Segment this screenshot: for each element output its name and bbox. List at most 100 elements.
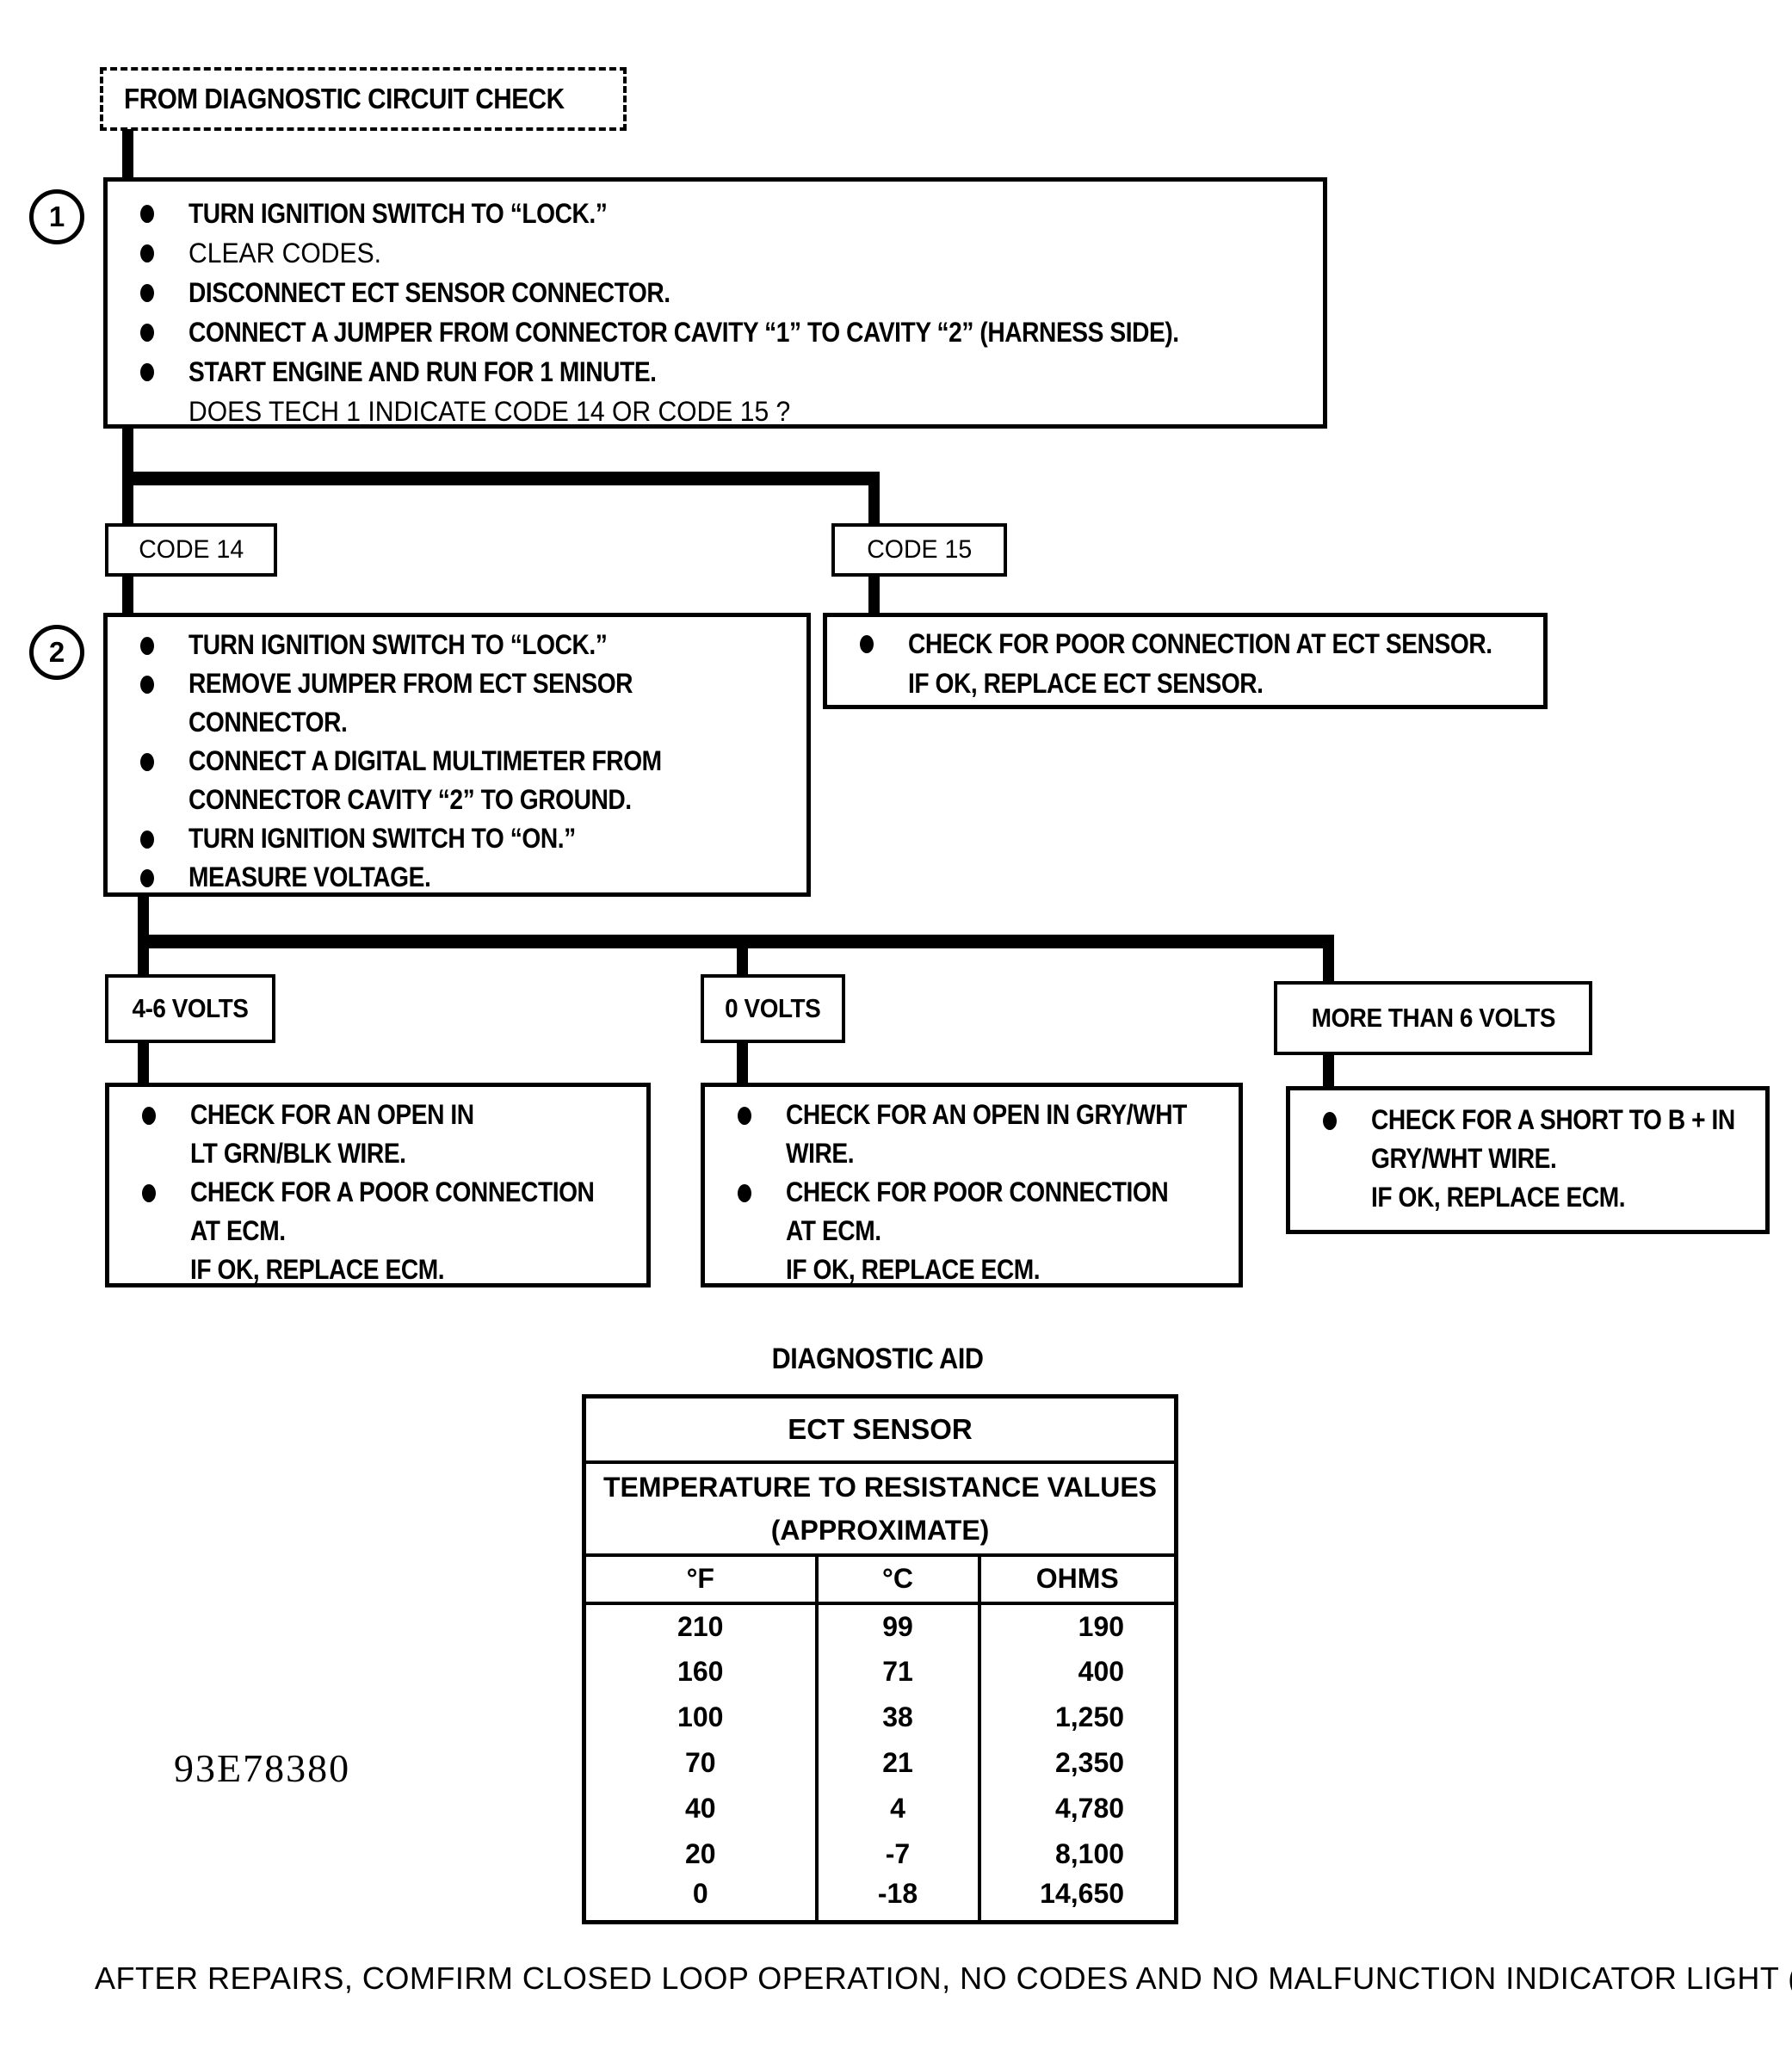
- flow-line-text: IF OK, REPLACE ECM.: [190, 1254, 445, 1285]
- flow-line: DOES TECH 1 INDICATE CODE 14 OR CODE 15 …: [108, 392, 1323, 431]
- cell-celsius: 21: [814, 1739, 981, 1786]
- step1-number-badge: 1: [29, 189, 84, 244]
- flow-line: CLEAR CODES.: [108, 233, 1323, 273]
- table-row: 40 4 4,780: [582, 1785, 1178, 1831]
- table-title: ECT SENSOR: [582, 1394, 1178, 1464]
- flow-line-text: DOES TECH 1 INDICATE CODE 14 OR CODE 15 …: [188, 396, 791, 427]
- flow-line: AT ECM.: [705, 1212, 1239, 1250]
- step1-lines: TURN IGNITION SWITCH TO “LOCK.” CLEAR CO…: [108, 182, 1323, 431]
- flow-line-text: TURN IGNITION SWITCH TO “LOCK.”: [188, 198, 608, 229]
- bullet-icon: [140, 324, 154, 342]
- cell-ohms: 190: [977, 1602, 1178, 1649]
- flow-line-text: IF OK, REPLACE ECM.: [1371, 1182, 1626, 1213]
- flow-line: AT ECM.: [109, 1212, 646, 1250]
- volts-0-action-lines: CHECK FOR AN OPEN IN GRY/WHT WIRE. CHECK…: [705, 1087, 1239, 1289]
- flow-line-text: CONNECTOR.: [188, 707, 348, 738]
- cell-ohms: 8,100: [977, 1831, 1178, 1877]
- bullet-icon: [140, 753, 154, 771]
- connector-code15-to-action: [868, 575, 880, 614]
- flow-line: CHECK FOR A SHORT TO B + IN: [1290, 1101, 1765, 1139]
- code15-action-box: CHECK FOR POOR CONNECTION AT ECT SENSOR.…: [823, 613, 1548, 709]
- connector-drop-more6volts: [1323, 935, 1334, 983]
- volts-more-than-6-label: MORE THAN 6 VOLTS: [1311, 1003, 1555, 1033]
- cell-fahrenheit: 0: [582, 1876, 819, 1923]
- flow-line-text: CHECK FOR POOR CONNECTION AT ECT SENSOR.: [908, 628, 1492, 659]
- connector-code14-to-step2: [122, 575, 133, 614]
- volts-4-6-box: 4-6 VOLTS: [105, 974, 275, 1043]
- start-node: FROM DIAGNOSTIC CIRCUIT CHECK: [100, 67, 627, 131]
- cell-fahrenheit: 40: [582, 1785, 819, 1831]
- document-number: 93E78380: [174, 1746, 351, 1790]
- flow-line-text: WIRE.: [786, 1138, 855, 1169]
- bullet-icon: [860, 635, 874, 653]
- flow-line: REMOVE JUMPER FROM ECT SENSOR: [108, 664, 806, 703]
- connector-start-to-step1: [122, 129, 133, 179]
- table-body: 210 99 190 160 71 400 100 38 1,250 70 21…: [582, 1602, 1178, 1923]
- volts-0-box: 0 VOLTS: [701, 974, 845, 1043]
- flow-line-text: IF OK, REPLACE ECM.: [786, 1254, 1041, 1285]
- flow-line-text: CHECK FOR A POOR CONNECTION: [190, 1176, 595, 1207]
- flow-line-text: AT ECM.: [190, 1215, 286, 1246]
- flow-line-text: CONNECTOR CAVITY “2” TO GROUND.: [188, 784, 632, 815]
- flow-line: DISCONNECT ECT SENSOR CONNECTOR.: [108, 273, 1323, 312]
- start-label: FROM DIAGNOSTIC CIRCUIT CHECK: [124, 83, 565, 114]
- flow-line: CHECK FOR POOR CONNECTION AT ECT SENSOR.: [827, 624, 1543, 664]
- bullet-icon: [140, 284, 154, 302]
- code15-box: CODE 15: [831, 523, 1007, 577]
- bullet-icon: [140, 205, 154, 223]
- flow-line: TURN IGNITION SWITCH TO “LOCK.”: [108, 194, 1323, 233]
- flow-line-text: AT ECM.: [786, 1215, 881, 1246]
- step2-box: TURN IGNITION SWITCH TO “LOCK.” REMOVE J…: [103, 613, 811, 897]
- flow-line-text: CHECK FOR AN OPEN IN GRY/WHT: [786, 1099, 1187, 1130]
- connector-46volts-to-action: [138, 1043, 149, 1084]
- flow-line-text: CLEAR CODES.: [188, 238, 381, 269]
- flow-line-text: START ENGINE AND RUN FOR 1 MINUTE.: [188, 356, 657, 387]
- flow-line-text: CONNECT A DIGITAL MULTIMETER FROM: [188, 745, 662, 776]
- flow-line-text: TURN IGNITION SWITCH TO “LOCK.”: [188, 629, 608, 660]
- flow-line-text: LT GRN/BLK WIRE.: [190, 1138, 406, 1169]
- code14-label: CODE 14: [139, 535, 244, 564]
- flow-line: CONNECT A JUMPER FROM CONNECTOR CAVITY “…: [108, 312, 1323, 352]
- cell-celsius: 71: [814, 1648, 981, 1695]
- step1-number: 1: [48, 201, 65, 232]
- volts-more-than-6-action-box: CHECK FOR A SHORT TO B + IN GRY/WHT WIRE…: [1286, 1086, 1770, 1234]
- flow-line: IF OK, REPLACE ECM.: [705, 1250, 1239, 1289]
- table-title-row: ECT SENSOR: [582, 1394, 1178, 1464]
- cell-ohms: 4,780: [977, 1785, 1178, 1831]
- volts-0-label: 0 VOLTS: [725, 993, 821, 1023]
- flow-line: CHECK FOR AN OPEN IN GRY/WHT: [705, 1096, 1239, 1134]
- flow-line-text: REMOVE JUMPER FROM ECT SENSOR: [188, 668, 633, 699]
- table-row: 20 -7 8,100: [582, 1831, 1178, 1877]
- code14-box: CODE 14: [105, 523, 277, 577]
- column-header-f: °F: [582, 1553, 819, 1605]
- flow-line: CONNECT A DIGITAL MULTIMETER FROM: [108, 742, 806, 781]
- cell-celsius: -7: [814, 1831, 981, 1877]
- connector-drop-code15: [868, 472, 880, 525]
- flow-line-text: DISCONNECT ECT SENSOR CONNECTOR.: [188, 277, 670, 308]
- cell-fahrenheit: 70: [582, 1739, 819, 1786]
- ect-sensor-table: ECT SENSOR TEMPERATURE TO RESISTANCE VAL…: [582, 1394, 1179, 1924]
- volts-more-than-6-action-lines: CHECK FOR A SHORT TO B + IN GRY/WHT WIRE…: [1290, 1090, 1765, 1217]
- cell-fahrenheit: 20: [582, 1831, 819, 1877]
- cell-ohms: 14,650: [977, 1876, 1178, 1923]
- volts-4-6-label: 4-6 VOLTS: [132, 993, 249, 1023]
- bullet-icon: [142, 1184, 156, 1202]
- flow-line-text: IF OK, REPLACE ECT SENSOR.: [908, 668, 1264, 699]
- cell-fahrenheit: 210: [582, 1602, 819, 1649]
- column-header-ohms: OHMS: [977, 1553, 1178, 1605]
- table-row: 160 71 400: [582, 1648, 1178, 1695]
- diagnostic-aid-title: DIAGNOSTIC AID: [582, 1343, 1174, 1376]
- bullet-icon: [140, 830, 154, 849]
- flow-line: IF OK, REPLACE ECM.: [109, 1250, 646, 1289]
- cell-celsius: 38: [814, 1694, 981, 1740]
- flow-line-text: CHECK FOR AN OPEN IN: [190, 1099, 474, 1130]
- flow-line-text: CHECK FOR POOR CONNECTION: [786, 1176, 1169, 1207]
- bullet-icon: [1323, 1112, 1337, 1130]
- bullet-icon: [140, 637, 154, 655]
- step1-box: TURN IGNITION SWITCH TO “LOCK.” CLEAR CO…: [103, 177, 1327, 429]
- flow-line: LT GRN/BLK WIRE.: [109, 1134, 646, 1173]
- flow-line-text: TURN IGNITION SWITCH TO “ON.”: [188, 823, 576, 854]
- bullet-icon: [140, 676, 154, 694]
- table-subtitle-row: TEMPERATURE TO RESISTANCE VALUES (APPROX…: [582, 1460, 1178, 1557]
- connector-more6volts-to-action: [1323, 1055, 1334, 1090]
